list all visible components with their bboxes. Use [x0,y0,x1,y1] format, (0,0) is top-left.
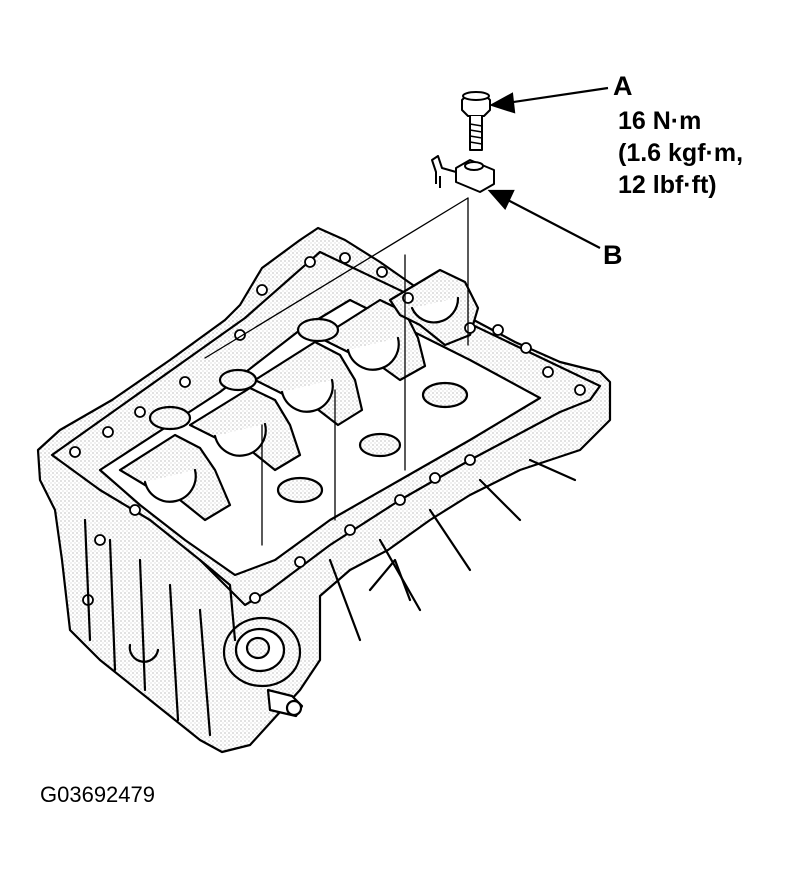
cylinder-bores [148,317,469,504]
callout-a-letter: A [613,71,633,101]
oil-jet-b [431,155,495,193]
figure-id: G03692479 [40,782,155,807]
side-ribs [83,458,577,737]
bolt-a [461,91,491,151]
drain-fitting [266,688,304,718]
oil-filter-boss [222,616,302,688]
oil-passage-lines [204,197,469,546]
bearing-saddles [143,296,460,503]
engine-block [36,197,612,754]
torque-kgfm: (1.6 kgf·m, [618,139,744,167]
arrow-a-head [489,92,516,114]
arrow-b-line [499,195,601,249]
rim-bolt-holes [69,252,586,606]
arrow-b-head [487,189,515,210]
callout-arrows [487,86,609,249]
torque-lbfft: 12 lbf·ft) [618,171,717,199]
torque-nm: 16 N·m [618,107,702,135]
callout-b-letter: B [603,240,623,270]
arrow-a-line [499,86,609,106]
